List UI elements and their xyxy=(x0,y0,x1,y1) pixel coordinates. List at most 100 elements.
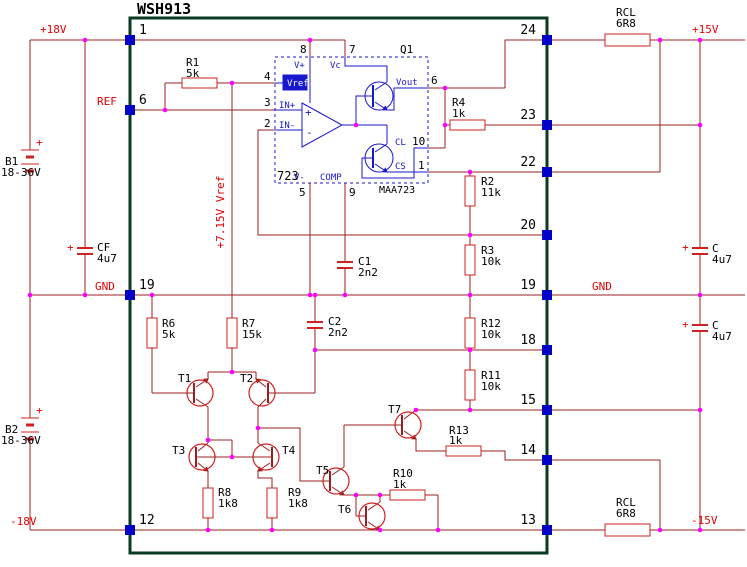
resistor-rcl-top xyxy=(604,33,651,47)
capacitor-c-top xyxy=(692,247,708,255)
pin-square-6 xyxy=(125,105,135,115)
label-r13-val: 1k xyxy=(449,434,463,447)
label-r3-ref: R3 xyxy=(481,244,494,257)
label-t3: T3 xyxy=(172,444,185,457)
label-r8-ref: R8 xyxy=(218,486,231,499)
pin-square-13 xyxy=(542,525,552,535)
label-r12-ref: R12 xyxy=(481,317,501,330)
label-rcl-top-val: 6R8 xyxy=(616,17,636,30)
pin-number-19-left: 19 xyxy=(139,278,155,293)
label-b2-plus: + xyxy=(36,404,43,417)
pin-square-1 xyxy=(125,35,135,45)
capacitor-c-bottom xyxy=(692,324,708,332)
ic-part-number: MAA723 xyxy=(379,185,415,196)
label-cbot-plus: + xyxy=(682,318,689,331)
resistor-r9 xyxy=(266,487,278,519)
ic-pin-number-7: 7 xyxy=(349,43,356,56)
label-r9-ref: R9 xyxy=(288,486,301,499)
label-b2-ref: B2 xyxy=(5,423,18,436)
capacitor-c2 xyxy=(307,321,323,329)
label-b1-ref: B1 xyxy=(5,155,18,168)
label-t5: T5 xyxy=(316,464,329,477)
pin-number-18: 18 xyxy=(520,333,536,348)
component-symbols xyxy=(21,33,708,537)
pin-number-12: 12 xyxy=(139,513,155,528)
battery-b2 xyxy=(21,417,39,441)
label-rcl-bot-ref: RCL xyxy=(616,496,636,509)
resistor-r1 xyxy=(181,77,218,89)
label-r12-val: 10k xyxy=(481,328,501,341)
pin-number-1: 1 xyxy=(139,23,147,38)
pin-number-13: 13 xyxy=(520,513,536,528)
module-pin-squares xyxy=(125,35,552,535)
label-b2-val: 18-36V xyxy=(1,434,41,447)
pin-number-14: 14 xyxy=(520,443,536,458)
label-r2-ref: R2 xyxy=(481,175,494,188)
label-r9-val: 1k8 xyxy=(288,497,308,510)
pin-number-20: 20 xyxy=(520,218,536,233)
resistor-r3 xyxy=(464,244,476,276)
pin-square-18 xyxy=(542,345,552,355)
ic-pin-vc: Vc xyxy=(330,61,341,71)
label-ctop-ref: C xyxy=(712,242,719,255)
ic-pin-cl: CL xyxy=(395,138,406,148)
pin-number-23: 23 xyxy=(520,108,536,123)
module-title: WSH913 xyxy=(137,0,191,18)
pin-number-22: 22 xyxy=(520,155,536,170)
label-r1-ref: R1 xyxy=(186,56,199,69)
label-minus15v: -15V xyxy=(691,514,718,527)
pin-square-20 xyxy=(542,230,552,240)
label-cf-plus: + xyxy=(67,241,74,254)
ic-pin-inp: IN+ xyxy=(279,101,296,111)
resistor-r2 xyxy=(464,175,476,207)
resistor-r4 xyxy=(449,119,486,131)
label-r11-ref: R11 xyxy=(481,369,501,382)
battery-b1 xyxy=(21,149,39,173)
label-b1-plus: + xyxy=(36,136,43,149)
label-q1: Q1 xyxy=(400,43,413,56)
pin-square-15 xyxy=(542,405,552,415)
label-gnd-left: GND xyxy=(95,280,115,293)
ic-pin-number-8: 8 xyxy=(300,43,307,56)
transistor-t3-body xyxy=(188,443,216,471)
label-cf-val: 4u7 xyxy=(97,252,117,265)
ic-pin-number-1: 1 xyxy=(418,159,425,172)
label-r8-val: 1k8 xyxy=(218,497,238,510)
transistor-t2-body xyxy=(248,379,276,407)
ic-723-internals xyxy=(274,56,429,184)
resistor-r13 xyxy=(445,445,482,457)
ic-vref-block-label: Vref xyxy=(287,79,309,89)
pin-square-12 xyxy=(125,525,135,535)
pin-number-19-right: 19 xyxy=(520,278,536,293)
pin-square-19-right xyxy=(542,290,552,300)
label-r1-val: 5k xyxy=(186,67,200,80)
wires xyxy=(29,39,745,531)
label-r10-ref: R10 xyxy=(393,467,413,480)
transistor-t7-body xyxy=(394,411,422,439)
label-gnd-right: GND xyxy=(592,280,612,293)
ic-pin-number-5: 5 xyxy=(299,186,306,199)
pin-number-15: 15 xyxy=(520,393,536,408)
label-vref-rail: +7.15V Vref xyxy=(214,176,227,249)
label-rcl-bot-val: 6R8 xyxy=(616,507,636,520)
label-t6: T6 xyxy=(338,503,351,516)
label-b1-val: 18-36V xyxy=(1,166,41,179)
label-t1: T1 xyxy=(178,372,191,385)
label-t7: T7 xyxy=(388,403,401,416)
label-ref: REF xyxy=(97,95,117,108)
label-r10-val: 1k xyxy=(393,478,407,491)
label-t4: T4 xyxy=(282,444,296,457)
label-plus15v: +15V xyxy=(692,23,719,36)
pin-square-22 xyxy=(542,167,552,177)
label-cf-ref: CF xyxy=(97,241,110,254)
label-minus18v: -18V xyxy=(10,515,37,528)
ic-pin-number-2: 2 xyxy=(264,117,271,130)
pin-number-24: 24 xyxy=(520,23,536,38)
label-c1-ref: C1 xyxy=(358,255,371,268)
ic-pin-vminus: V- xyxy=(294,173,305,183)
label-r7-ref: R7 xyxy=(242,317,255,330)
opamp-minus-input: - xyxy=(306,126,313,139)
transistor-t6-body xyxy=(358,502,386,530)
vref-block xyxy=(282,74,308,91)
